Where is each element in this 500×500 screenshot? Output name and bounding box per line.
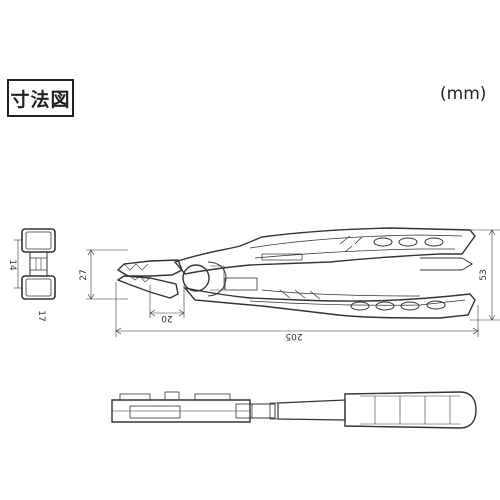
dimension-lines [86,229,500,337]
dim-overall-length: 205 [285,331,302,341]
diagram-title: 寸法図 [7,79,74,117]
dim-end-width: 14 [7,259,17,271]
end-view [14,228,56,300]
upper-handle [173,227,476,275]
dim-jaw-height: 27 [79,269,89,280]
dim-end-thickness: 17 [36,310,46,321]
dim-jaw-length: 20 [161,313,173,323]
lower-handle [183,277,476,319]
top-view [111,391,477,429]
unit-label: (mm) [440,84,487,104]
jaw-head [116,259,227,299]
dim-overall-height: 53 [479,269,489,280]
